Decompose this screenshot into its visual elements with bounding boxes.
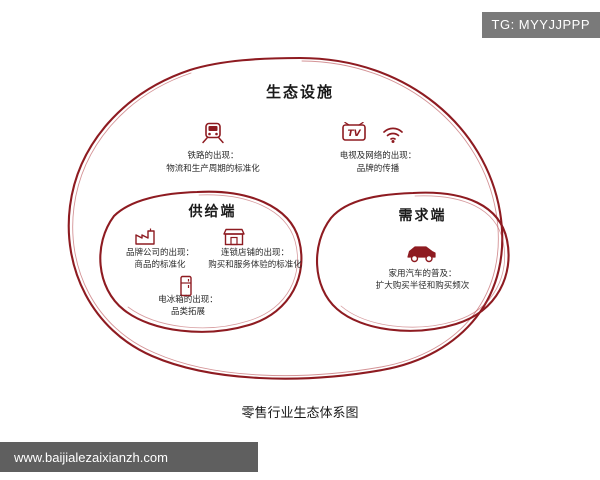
supply-item-2-line-2: 购买和服务体验的标准化 xyxy=(208,260,302,270)
outer-item-2-line-2: 品牌的传播 xyxy=(356,164,400,174)
supply-item-3-line-2: 品类拓展 xyxy=(170,307,205,317)
diagram-caption: 零售行业生态体系图 xyxy=(241,406,359,421)
outer-item-1-line-2: 物流和生产周期的标准化 xyxy=(166,164,260,174)
supply-title: 供给端 xyxy=(188,204,237,220)
supply-ellipse-shadow xyxy=(127,194,298,329)
demand-item-1-line-2: 扩大购买半径和购买频次 xyxy=(375,281,470,291)
demand-ellipse-shadow xyxy=(340,195,506,328)
demand-ellipse xyxy=(315,191,510,332)
supply-item-1-line-2: 商品的标准化 xyxy=(134,260,186,270)
tv-icon: TV xyxy=(342,122,366,141)
car-icon xyxy=(407,246,436,263)
wifi-icon xyxy=(383,127,403,143)
supply-item-1-line-1: 品牌公司的出现： xyxy=(125,248,194,258)
outer-title: 生态设施 xyxy=(265,83,334,101)
outer-ellipse-shadow xyxy=(72,60,499,377)
outer-ellipse xyxy=(67,56,504,380)
demand-item-1-line-1: 家用汽车的普及： xyxy=(388,269,457,279)
supply-item-3-line-1: 电冰箱的出现： xyxy=(158,295,218,305)
supply-ellipse xyxy=(99,190,303,333)
factory-icon xyxy=(135,228,155,245)
tg-badge: TG: MYYJJPPP xyxy=(481,12,600,38)
svg-text:TV: TV xyxy=(347,129,361,139)
outer-item-1-line-1: 铁路的出现： xyxy=(187,151,239,161)
demand-title: 需求端 xyxy=(398,208,447,224)
train-icon xyxy=(202,122,224,144)
store-icon xyxy=(223,228,245,246)
fridge-icon xyxy=(180,275,192,297)
watermark-bar: www.baijialezaixianzh.com xyxy=(0,442,258,472)
supply-item-2-line-1: 连锁店铺的出现： xyxy=(220,248,289,258)
outer-item-2-line-1: 电视及网络的出现： xyxy=(339,151,417,161)
